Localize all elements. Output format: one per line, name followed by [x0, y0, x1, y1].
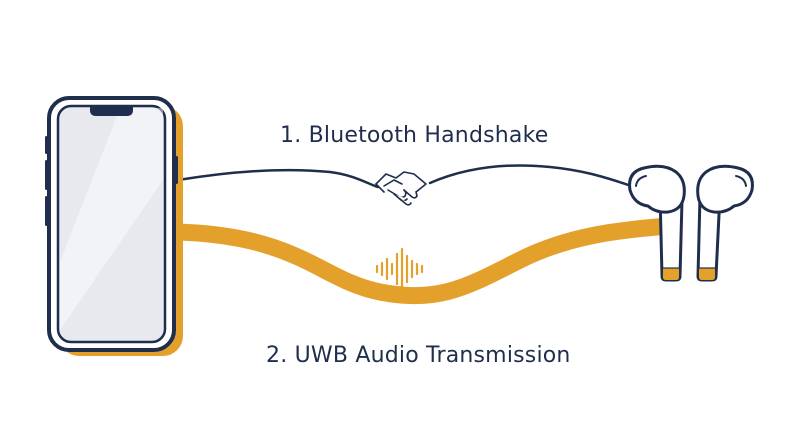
uwb-connection-line [177, 217, 669, 305]
bluetooth-handshake-label: 1. Bluetooth Handshake [280, 123, 549, 148]
sound-wave-icon [375, 247, 424, 291]
handshake-icon [375, 171, 427, 206]
left-earbud [628, 164, 686, 282]
earbuds-icon [628, 164, 754, 282]
smartphone-icon [45, 96, 183, 356]
bluetooth-connection-line-right [428, 164, 634, 188]
right-earbud [696, 164, 754, 282]
bluetooth-connection-line [176, 168, 380, 189]
uwb-audio-transmission-label: 2. UWB Audio Transmission [266, 343, 571, 368]
